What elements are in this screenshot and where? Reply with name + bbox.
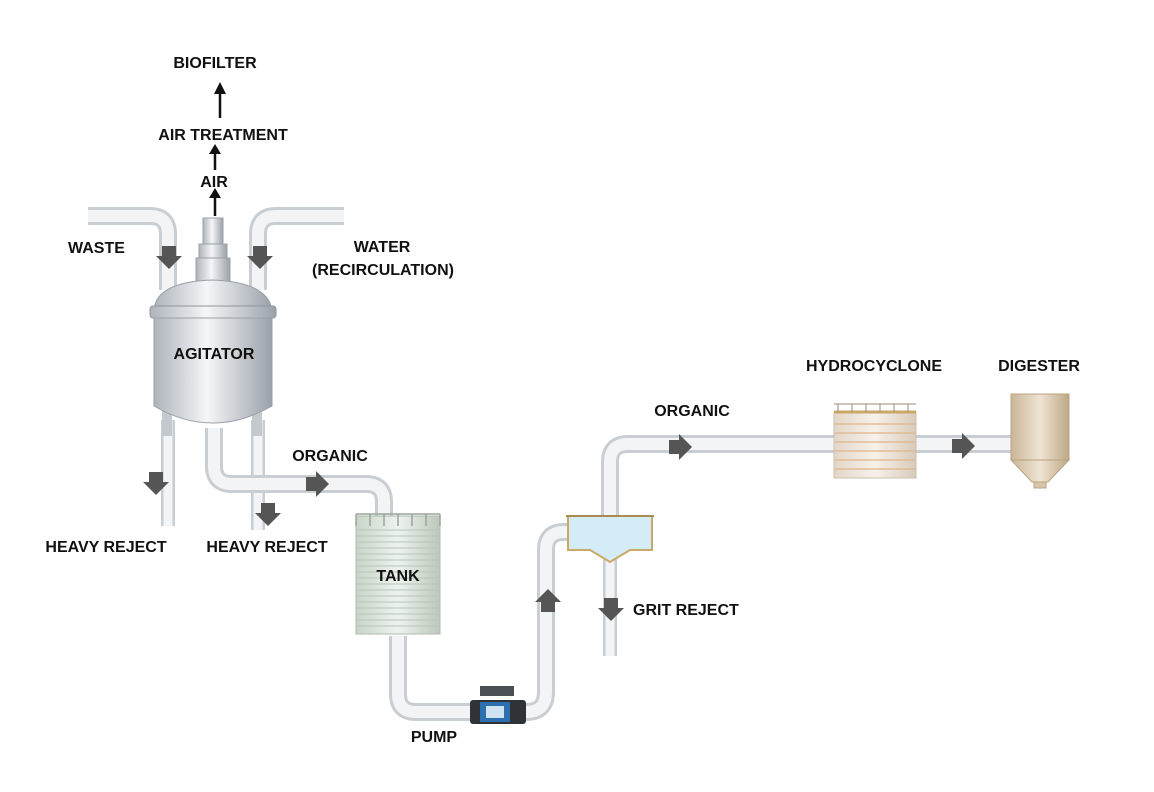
pipes <box>88 207 1016 721</box>
flow-arrows <box>143 246 975 621</box>
label-hydrocyclone: HYDROCYCLONE <box>806 358 942 375</box>
block-arrow-down-icon <box>255 503 281 526</box>
block-arrow-right-icon <box>669 434 692 460</box>
block-arrow-up-icon <box>535 589 561 612</box>
pipe-tank-to-pump <box>389 636 470 721</box>
thin-arrow-up-icon <box>209 144 221 170</box>
block-arrow-down-icon <box>143 472 169 495</box>
label-grit-reject: GRIT REJECT <box>633 602 739 619</box>
label-water: WATER <box>354 239 411 256</box>
label-waste: WASTE <box>68 240 125 257</box>
agitator-vessel <box>149 217 277 436</box>
label-heavy-reject-2: HEAVY REJECT <box>206 539 327 556</box>
block-arrow-down-icon <box>598 598 624 621</box>
waste-inlet-pipe <box>88 207 177 290</box>
label-pump: PUMP <box>411 729 458 746</box>
pipe-pump-to-grit-chamber <box>525 523 573 721</box>
label-air: AIR <box>200 174 228 191</box>
grit-chamber <box>566 515 654 564</box>
label-agitator: AGITATOR <box>174 346 255 363</box>
labels: BIOFILTER AIR TREATMENT AIR WASTE WATER … <box>45 55 1080 746</box>
label-recirculation: (RECIRCULATION) <box>312 262 454 279</box>
block-arrow-right-icon <box>952 433 975 459</box>
thin-arrow-up-icon <box>214 82 226 118</box>
organic-pipe-to-hydrocyclone <box>601 435 1016 518</box>
block-arrow-down-icon <box>156 246 182 269</box>
block-arrow-right-icon <box>306 471 329 497</box>
thin-arrow-up-icon <box>209 188 221 216</box>
air-arrows <box>209 82 226 216</box>
block-arrow-down-icon <box>247 246 273 269</box>
label-heavy-reject-1: HEAVY REJECT <box>45 539 166 556</box>
tank <box>355 513 441 635</box>
label-organic-1: ORGANIC <box>292 448 368 465</box>
label-organic-2: ORGANIC <box>654 403 730 420</box>
label-air-treatment: AIR TREATMENT <box>158 127 288 144</box>
pump <box>470 686 526 724</box>
label-tank: TANK <box>376 568 420 585</box>
organic-pipe-to-tank <box>205 428 393 516</box>
label-biofilter: BIOFILTER <box>173 55 257 72</box>
digester <box>1009 393 1071 489</box>
water-inlet-pipe <box>249 207 344 290</box>
hydrocyclone <box>833 403 917 479</box>
label-digester: DIGESTER <box>998 358 1080 375</box>
